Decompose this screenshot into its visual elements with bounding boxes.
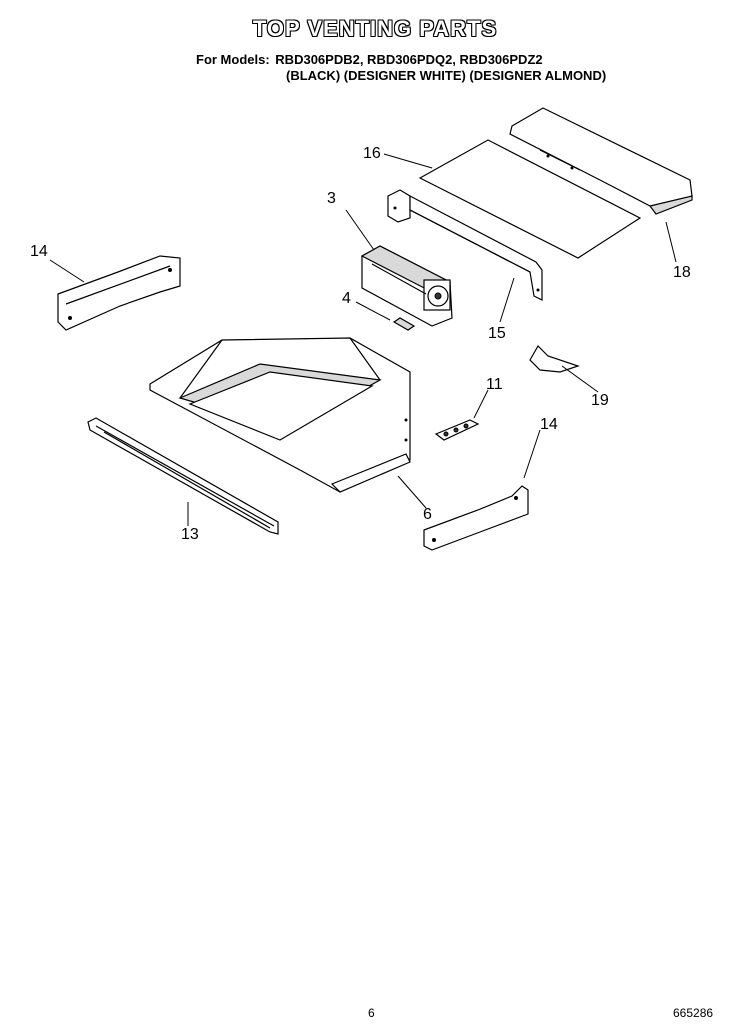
models-line: For Models: RBD306PDB2, RBD306PDQ2, RBD3… [196, 52, 545, 67]
models-list: RBD306PDB2, RBD306PDQ2, RBD306PDZ2 [275, 52, 543, 67]
callout-4: 4 [342, 290, 351, 307]
part-11-connector [434, 419, 480, 441]
callout-11: 11 [486, 376, 503, 393]
callout-19: 19 [591, 392, 609, 409]
callout-3: 3 [327, 190, 336, 207]
models-prefix: For Models: [196, 52, 270, 67]
callout-13: 13 [181, 526, 199, 543]
part-6-duct [149, 337, 411, 493]
part-4-clip [392, 317, 416, 331]
part-14-right-bracket [423, 485, 529, 551]
callout-14-right: 14 [540, 416, 558, 433]
part-18-panel [509, 107, 693, 215]
part-14-left-bracket [57, 255, 181, 331]
part-15-bracket [387, 189, 543, 301]
part-3-motor [360, 245, 453, 327]
callout-6: 6 [423, 506, 432, 523]
part-13-rail [87, 417, 279, 535]
callout-15: 15 [488, 325, 506, 342]
colors-line: (BLACK) (DESIGNER WHITE) (DESIGNER ALMON… [286, 68, 607, 83]
leader-lines [49, 153, 677, 526]
page-title: TOP VENTING PARTS [252, 16, 498, 41]
part-19-bracket [529, 345, 580, 373]
page-number: 6 [368, 1006, 375, 1020]
callout-18: 18 [673, 264, 691, 281]
callout-14-left: 14 [30, 243, 48, 260]
document-code: 665286 [673, 1006, 714, 1020]
part-16-sheet [418, 139, 642, 259]
callout-16: 16 [363, 145, 381, 162]
